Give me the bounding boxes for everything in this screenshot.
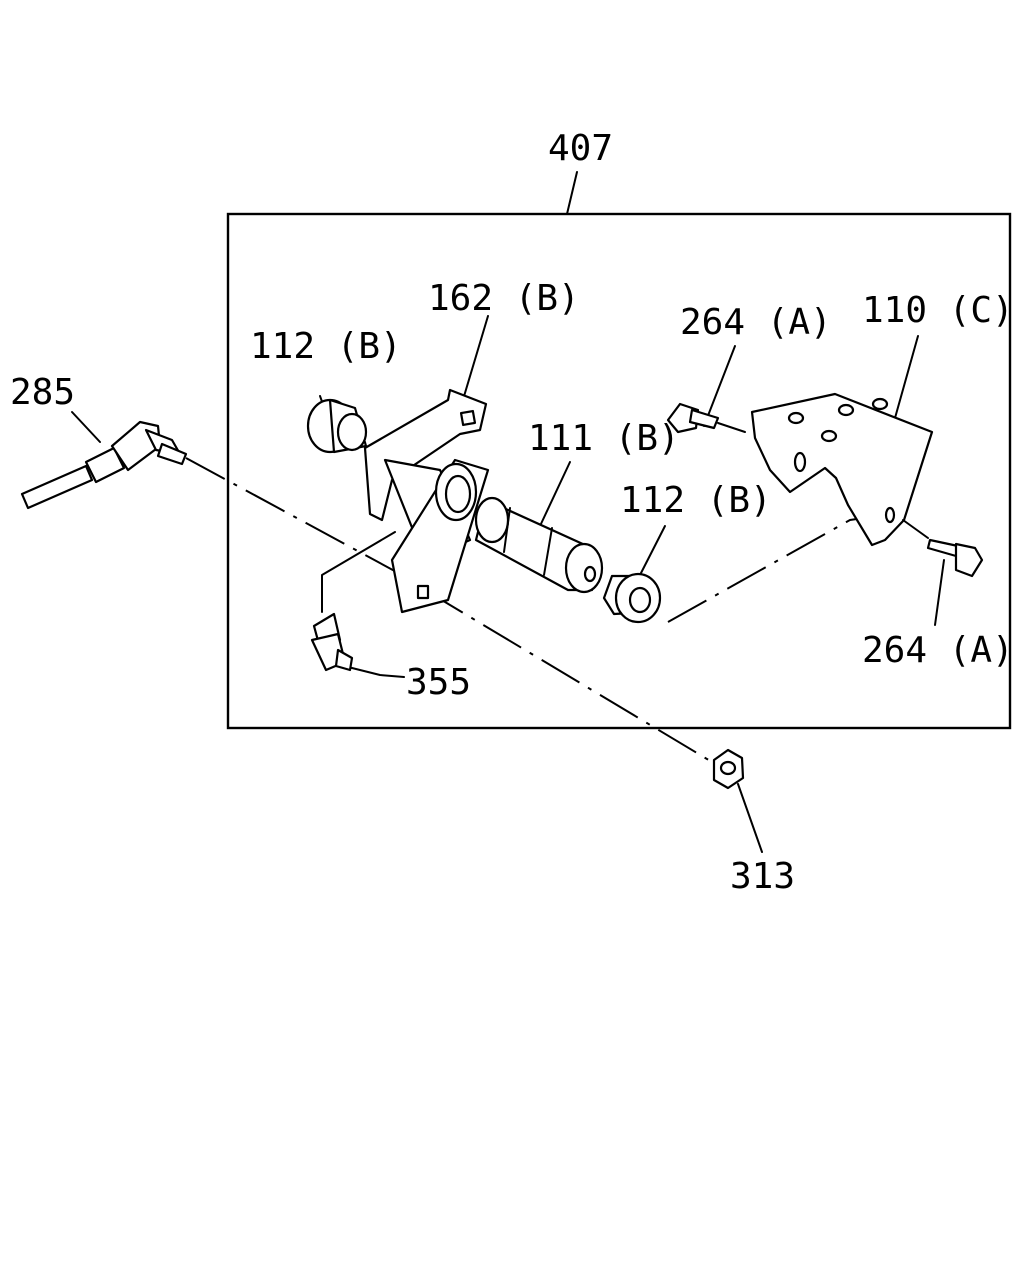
nut — [712, 748, 745, 790]
alignment-lines — [185, 457, 906, 763]
callout-112b-upper: 112 (B) — [250, 326, 402, 367]
callout-162b: 162 (B) — [428, 278, 580, 319]
callout-110c: 110 (C) — [862, 290, 1014, 331]
bushing-lower — [602, 572, 662, 624]
callout-285: 285 — [10, 372, 75, 413]
bolt-upper — [666, 402, 746, 434]
rod-end-285 — [20, 420, 188, 510]
bushing-upper — [306, 398, 368, 454]
callout-112b-lower: 112 (B) — [620, 480, 772, 521]
grease-fitting — [310, 612, 354, 672]
callout-264a-lower: 264 (A) — [862, 630, 1014, 671]
callout-313: 313 — [730, 856, 795, 897]
callout-111b: 111 (B) — [528, 418, 680, 459]
callout-355: 355 — [406, 662, 471, 703]
assembly-frame — [226, 212, 1012, 730]
lever-bracket — [363, 388, 490, 614]
bolt-lower — [902, 519, 984, 578]
pivot-pin — [474, 496, 604, 594]
callout-407: 407 — [548, 128, 613, 169]
callout-264a-upper: 264 (A) — [680, 302, 832, 343]
leader-lines — [71, 171, 945, 853]
mount-bracket — [750, 392, 934, 547]
